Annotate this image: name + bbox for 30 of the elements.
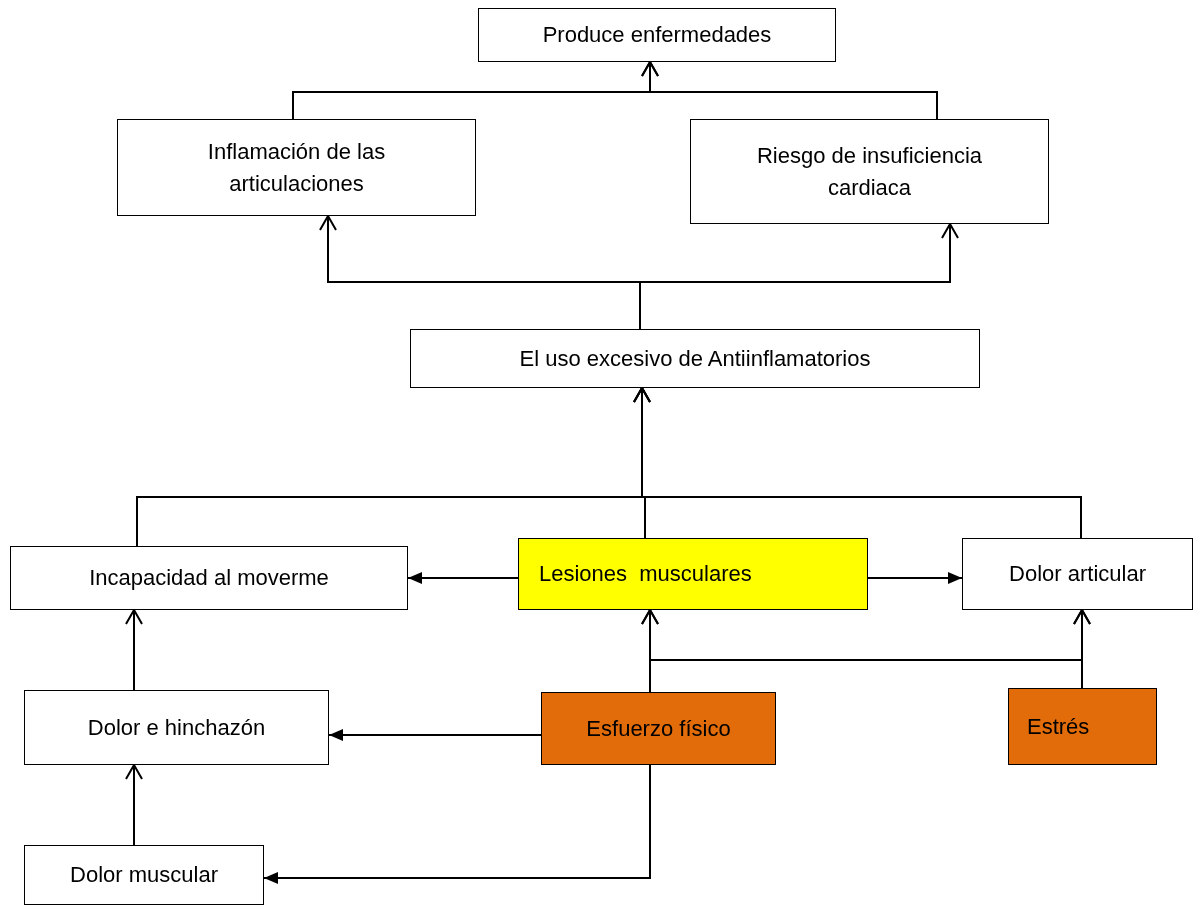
process-box	[690, 119, 1049, 224]
arrow	[328, 729, 542, 741]
box-label: Inflamación de las articulaciones	[206, 137, 387, 198]
box-label: Riesgo de insuficiencia cardiaca	[756, 141, 983, 202]
arrow	[125, 609, 143, 691]
box-label: Incapacidad al moverme	[89, 564, 329, 593]
box-label: Lesiones musculares	[539, 560, 752, 589]
arrow	[125, 764, 143, 846]
arrow	[407, 572, 519, 584]
box-label: Estrés	[1027, 712, 1090, 741]
box-label: Produce enfermedades	[542, 21, 772, 50]
arrow	[867, 572, 963, 584]
box-label: Dolor e hinchazón	[87, 713, 266, 742]
process-box	[1008, 688, 1157, 765]
arrow	[263, 764, 651, 884]
arrow	[641, 61, 938, 120]
process-box	[518, 538, 868, 610]
process-box	[117, 119, 476, 216]
process-box	[24, 690, 329, 765]
process-box	[10, 546, 408, 610]
process-box	[541, 692, 776, 765]
process-box	[24, 845, 264, 905]
box-label: Dolor articular	[1009, 560, 1146, 589]
box-label: Esfuerzo físico	[586, 714, 731, 743]
arrow	[633, 387, 1082, 539]
process-box	[962, 538, 1193, 610]
box-label: Dolor muscular	[70, 861, 218, 890]
process-box	[410, 329, 980, 388]
process-box	[478, 8, 836, 62]
box-label: El uso excesivo de Antiinflamatorios	[519, 344, 871, 373]
